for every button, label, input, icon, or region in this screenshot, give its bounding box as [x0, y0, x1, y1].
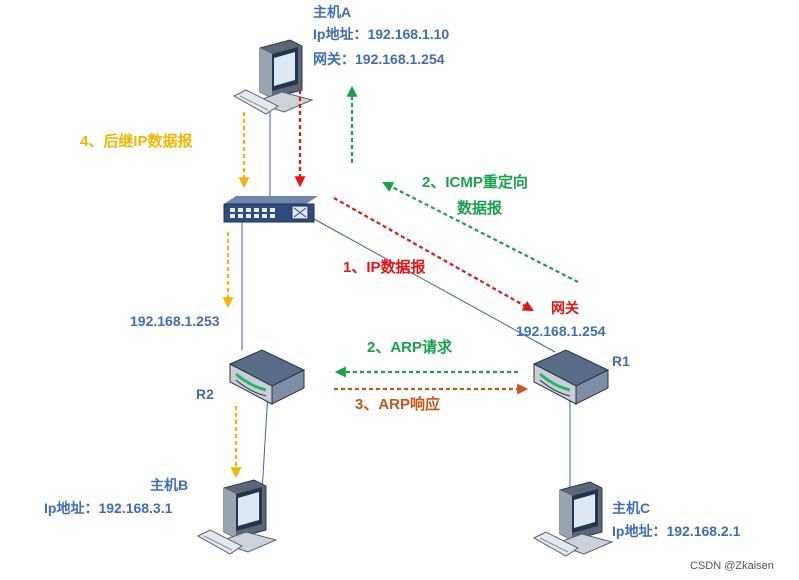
router-r1-icon[interactable] [532, 349, 610, 405]
step-ip-datagram-label: 1、IP数据报 [343, 259, 426, 276]
r1-name: R1 [612, 353, 630, 369]
host-c-computer-icon[interactable] [532, 481, 614, 557]
watermark: CSDN @Zkaisen [690, 560, 774, 572]
r2-ip: 192.168.1.253 [130, 313, 220, 329]
switch-icon[interactable] [223, 196, 318, 223]
step-arp-request-label: 2、ARP请求 [367, 339, 453, 356]
step-followup-ip-label: 4、后继IP数据报 [80, 133, 193, 150]
step-icmp-label-line1: 2、ICMP重定向 [422, 174, 528, 191]
host-b-name: 主机B [150, 477, 189, 493]
host-c-ip: Ip地址：192.168.2.1 [612, 523, 741, 539]
host-c-name: 主机C [612, 500, 651, 516]
flow-arrows [222, 85, 579, 479]
link-switch-r1 [304, 213, 556, 353]
r1-gateway-label: 网关 [551, 300, 579, 316]
host-b-computer-icon[interactable] [196, 479, 278, 555]
r1-ip: 192.168.1.254 [516, 323, 606, 339]
host-b-ip: Ip地址：192.168.3.1 [44, 500, 173, 516]
host-a-computer-icon[interactable] [232, 39, 314, 115]
arrow-ip-datagram-to-gateway [333, 197, 534, 312]
step-arp-reply-label: 3、ARP响应 [355, 396, 441, 413]
arrow-icmp-redirect [382, 182, 579, 283]
links [241, 90, 571, 493]
host-a-gateway: 网关：192.168.1.254 [313, 51, 445, 67]
link-r2-hostB [261, 391, 269, 493]
router-r2-icon[interactable] [228, 349, 306, 405]
step-icmp-label-line2: 数据报 [457, 200, 503, 217]
host-a-ip: Ip地址：192.168.1.10 [313, 26, 450, 42]
host-a-name: 主机A [313, 4, 352, 20]
r2-name: R2 [196, 386, 214, 402]
